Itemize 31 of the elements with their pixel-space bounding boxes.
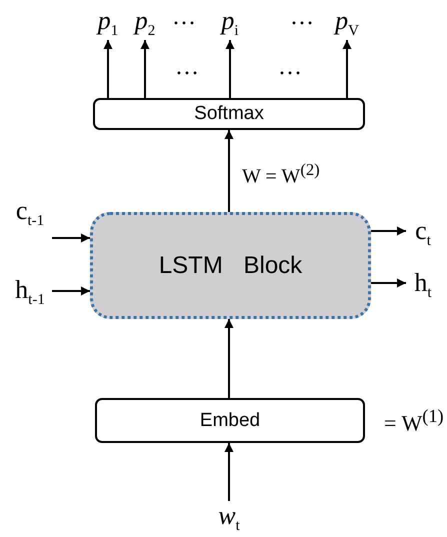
previous-cell-state: c$_{t-1}$ — [8, 196, 52, 230]
hidden-state: h$_{t}$ — [406, 268, 440, 302]
softmax-box — [93, 98, 365, 130]
arrow — [226, 40, 234, 98]
output-probability: p$_{V}$ — [330, 6, 364, 40]
arrow — [224, 130, 234, 212]
arrow — [371, 278, 406, 288]
arrow — [224, 443, 234, 501]
node-label: Embed — [200, 410, 260, 432]
lstm-block — [90, 212, 371, 319]
ellipsis: … — [290, 4, 314, 31]
arrow — [371, 226, 406, 236]
node-label: LSTM Block — [158, 252, 302, 280]
previous-hidden-state: h$_{t-1}$ — [8, 275, 52, 309]
output-probability: p$_{2}$ — [130, 6, 160, 40]
arrow — [224, 319, 234, 398]
output-probability: p$_{1}$ — [93, 6, 123, 40]
node-label: Softmax — [194, 103, 264, 125]
ellipsis: … — [175, 54, 199, 81]
embed-box — [95, 398, 365, 443]
arrow — [140, 40, 150, 98]
output-probability: p$_{i}$ — [215, 6, 245, 40]
arrow — [52, 234, 90, 242]
input-word: w$_{t}$ — [212, 501, 246, 535]
arrow — [342, 40, 352, 98]
ellipsis: … — [278, 54, 302, 81]
ellipsis: … — [172, 4, 196, 31]
arrow — [52, 286, 90, 296]
cell-state: c$_{t}$ — [406, 216, 440, 250]
arrow — [104, 40, 112, 98]
weight-annotation: = W$^{(1)}$ — [384, 406, 444, 436]
